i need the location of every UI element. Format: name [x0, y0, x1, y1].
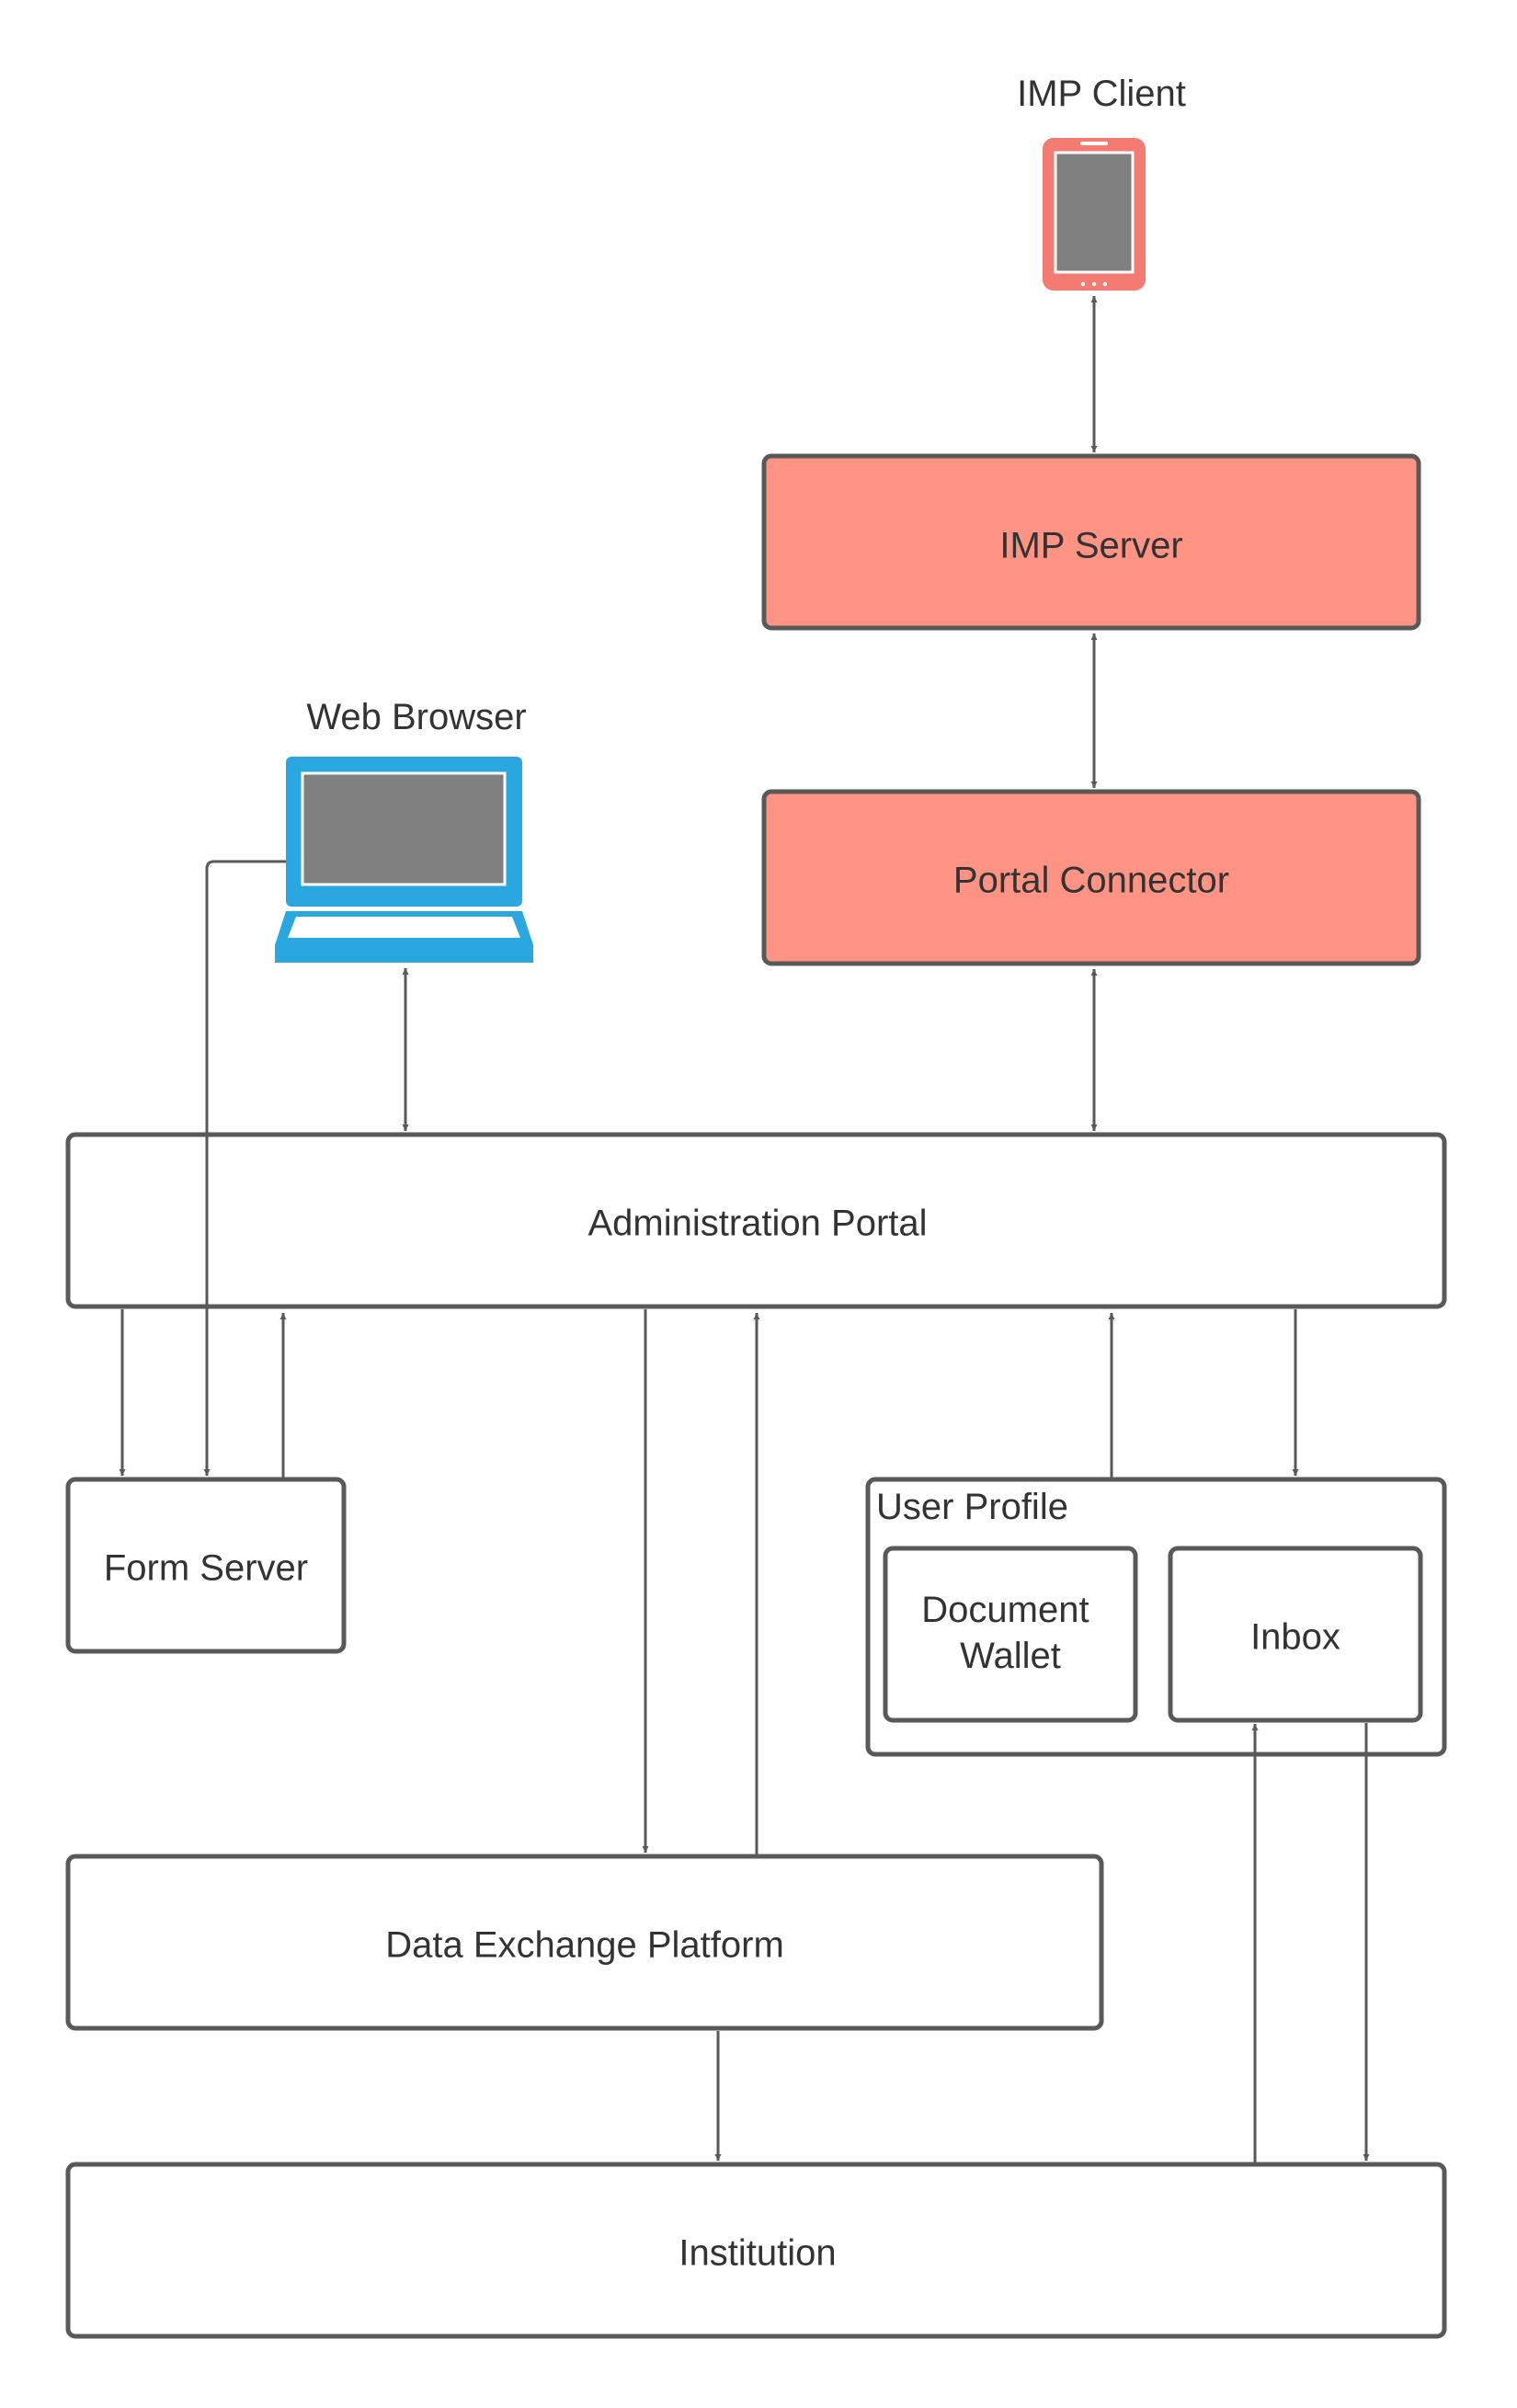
institution-label: Institution [679, 2233, 836, 2274]
imp-server-node: IMP Server [761, 453, 1421, 631]
document-wallet-label-line2: Wallet [960, 1636, 1061, 1676]
administration-portal-node: Administration Portal [65, 1132, 1447, 1309]
institution-node: Institution [65, 2162, 1447, 2339]
portal-connector-node: Portal Connector [761, 789, 1421, 966]
connector-browser-form-server [203, 860, 286, 1476]
imp-client-label: IMP Client [1017, 74, 1186, 114]
data-exchange-platform-label: Data Exchange Platform [385, 1925, 784, 1966]
connectors [119, 296, 1370, 2164]
inbox-node: Inbox [1168, 1546, 1423, 1723]
document-wallet-node: Document Wallet [883, 1546, 1138, 1723]
document-wallet-label-line1: Document [921, 1590, 1089, 1630]
administration-portal-label: Administration Portal [587, 1204, 927, 1244]
web-browser-label: Web Browser [306, 697, 526, 737]
user-profile-label: User Profile [876, 1487, 1068, 1527]
web-browser-node: Web Browser [275, 697, 533, 963]
form-server-label: Form Server [104, 1548, 308, 1589]
data-exchange-platform-node: Data Exchange Platform [65, 1854, 1104, 2031]
imp-client-node: IMP Client [1017, 74, 1186, 291]
imp-server-label: IMP Server [999, 526, 1182, 566]
portal-connector-label: Portal Connector [953, 861, 1229, 901]
document-wallet-label: Document Wallet [921, 1590, 1099, 1676]
phone-icon [1043, 138, 1146, 291]
inbox-label: Inbox [1250, 1617, 1340, 1658]
form-server-node: Form Server [65, 1477, 347, 1654]
user-profile-node: User Profile Document Wallet Inbox [865, 1477, 1447, 1757]
laptop-icon [275, 757, 533, 963]
